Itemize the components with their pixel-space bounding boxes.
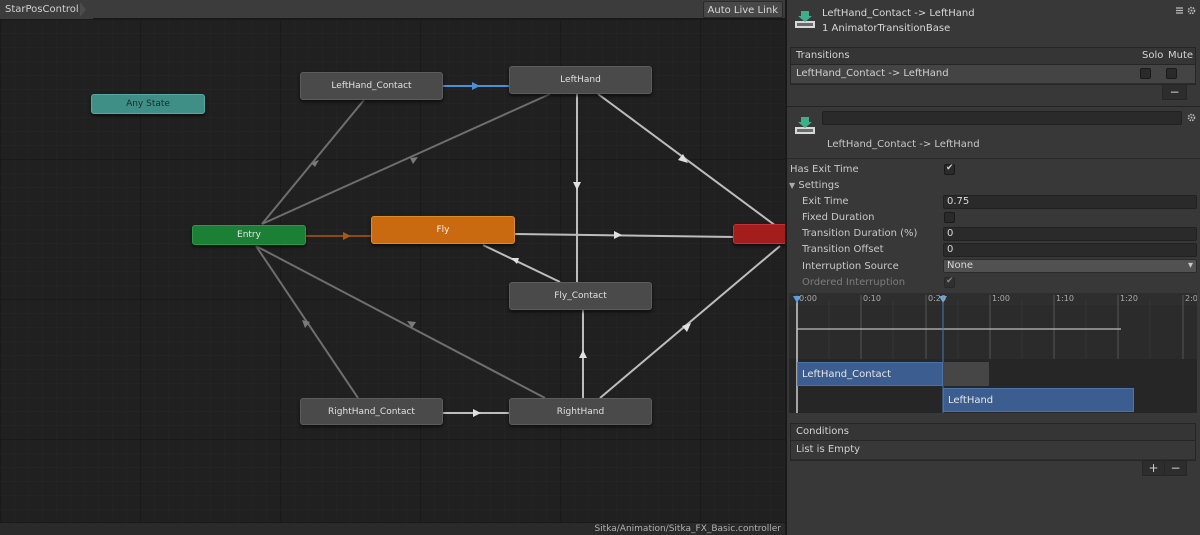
arrow-head-icon: [511, 258, 519, 264]
arrow-head-icon: [614, 231, 622, 239]
source-clip[interactable]: LeftHand_Contact: [797, 362, 943, 386]
transition-duration-label: Transition Duration (%): [802, 228, 918, 239]
timeline-tick-label: 0:00: [799, 294, 817, 303]
arrow-head-icon: [302, 320, 310, 328]
state-any-state[interactable]: Any State: [91, 94, 205, 114]
transition-lefthand-to-exit: [597, 93, 777, 227]
transitions-header-label: Transitions: [796, 50, 850, 61]
auto-live-link-button[interactable]: Auto Live Link: [702, 1, 783, 18]
transition-label: LeftHand_Contact -> LeftHand: [827, 139, 980, 150]
section-divider: [787, 106, 1200, 107]
arrow-head-icon: [343, 232, 351, 240]
exit-time-field[interactable]: 0.75: [943, 195, 1197, 209]
settings-foldout[interactable]: ▼ Settings: [789, 180, 839, 191]
arrow-head-icon: [579, 350, 587, 358]
state-lefthand-contact[interactable]: LeftHand_Contact: [300, 72, 443, 100]
breadcrumb-layer[interactable]: StarPosControl: [0, 0, 93, 19]
graph-status-bar: Sitka/Animation/Sitka_FX_Basic.controlle…: [0, 522, 785, 535]
transition-entry-to-lefthand-contact: [261, 99, 365, 225]
mute-header-label: Mute: [1168, 50, 1194, 61]
inspector-title: LeftHand_Contact -> LeftHand: [822, 8, 975, 19]
state-righthand-contact[interactable]: RightHand_Contact: [300, 398, 443, 425]
transition-fly-to-exit: [514, 233, 736, 238]
transitions-list: Transitions Solo Mute LeftHand_Contact -…: [790, 47, 1196, 85]
breadcrumb-arrow-icon: [80, 2, 86, 17]
inspector-subtitle: 1 AnimatorTransitionBase: [822, 23, 951, 34]
transition-name-field[interactable]: [822, 111, 1182, 125]
solo-header-label: Solo: [1142, 50, 1164, 61]
transition-offset-label: Transition Offset: [802, 244, 884, 255]
transition-duration-field[interactable]: 0: [943, 227, 1197, 241]
transition-entry-to-righthand: [255, 245, 546, 399]
ordered-interruption-label: Ordered Interruption: [802, 277, 906, 288]
timeline-tick-label: 1:00: [992, 294, 1010, 303]
transition-row-label: LeftHand_Contact -> LeftHand: [796, 68, 949, 79]
state-entry[interactable]: Entry: [192, 225, 306, 245]
timeline-tick-label: 2:0: [1185, 294, 1197, 303]
arrow-head-icon: [573, 182, 581, 190]
has-exit-time-label: Has Exit Time: [790, 164, 859, 175]
gear-icon[interactable]: [1187, 113, 1196, 122]
animator-graph[interactable]: StarPosControl Auto Live Link: [0, 0, 785, 535]
arrow-head-icon: [678, 154, 688, 163]
ordered-interruption-checkbox: [944, 276, 955, 288]
has-exit-time-checkbox[interactable]: [944, 163, 955, 175]
controller-path: Sitka/Animation/Sitka_FX_Basic.controlle…: [594, 524, 781, 534]
timeline-tick-label: 0:10: [863, 294, 881, 303]
section-divider: [787, 158, 1200, 159]
timeline-tick-label: 1:20: [1120, 294, 1138, 303]
state-lefthand[interactable]: LeftHand: [509, 66, 652, 94]
transition-icon: [795, 11, 815, 28]
settings-label: Settings: [798, 180, 840, 191]
timeline-tick-label: 1:10: [1056, 294, 1074, 303]
transition-row[interactable]: LeftHand_Contact -> LeftHand: [791, 65, 1195, 83]
transition-entry-to-lefthand: [261, 93, 551, 225]
destination-clip[interactable]: LeftHand: [943, 388, 1134, 412]
fixed-duration-label: Fixed Duration: [802, 212, 875, 223]
transition-timeline[interactable]: 0:00 0:10 0:20 1:00 1:10 1:20 2:0 LeftHa…: [789, 293, 1197, 413]
conditions-list: Conditions List is Empty: [790, 423, 1196, 461]
mute-checkbox[interactable]: [1166, 68, 1177, 79]
interruption-source-dropdown[interactable]: None: [943, 259, 1197, 273]
preset-icon[interactable]: [1175, 6, 1184, 15]
transition-fly-contact-to-fly: [482, 244, 561, 283]
arrow-head-icon: [473, 409, 481, 417]
solo-checkbox[interactable]: [1140, 68, 1151, 79]
transition-righthand-to-exit: [599, 245, 781, 399]
interruption-source-label: Interruption Source: [802, 261, 899, 272]
transitions-list-header: Transitions Solo Mute: [791, 48, 1195, 65]
conditions-header: Conditions: [791, 424, 1195, 441]
add-condition-button[interactable]: +: [1142, 460, 1165, 476]
remove-transition-button[interactable]: −: [1162, 84, 1187, 100]
arrow-head-icon: [472, 82, 480, 90]
remove-condition-button[interactable]: −: [1164, 460, 1187, 476]
graph-toolbar: StarPosControl Auto Live Link: [0, 0, 785, 19]
exit-time-label: Exit Time: [802, 196, 849, 207]
conditions-empty: List is Empty: [791, 441, 1195, 459]
state-righthand[interactable]: RightHand: [509, 398, 652, 425]
gear-icon[interactable]: [1187, 6, 1196, 15]
state-fly[interactable]: Fly: [371, 216, 515, 244]
state-exit[interactable]: [733, 224, 785, 244]
transition-icon: [795, 117, 815, 134]
arrow-head-icon: [410, 157, 418, 164]
timeline-tick-label: 0:20: [928, 294, 946, 303]
inspector-header-tools: [1175, 6, 1196, 15]
arrow-head-icon: [682, 323, 691, 332]
fixed-duration-checkbox[interactable]: [944, 212, 955, 223]
state-fly-contact[interactable]: Fly_Contact: [509, 282, 652, 310]
arrow-head-icon: [407, 321, 416, 328]
arrow-head-icon: [311, 160, 319, 167]
foldout-arrow-icon: ▼: [789, 181, 796, 190]
source-clip-tail: [943, 362, 989, 386]
transition-offset-field[interactable]: 0: [943, 243, 1197, 257]
